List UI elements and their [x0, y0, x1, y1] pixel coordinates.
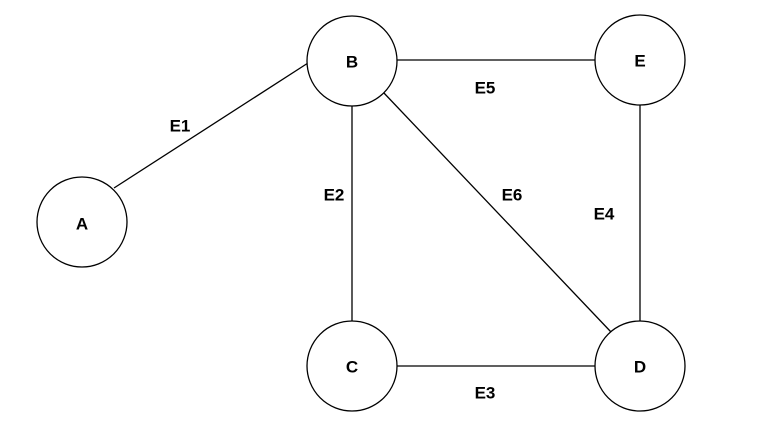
node-A-circle: [36, 176, 128, 268]
node-B-circle: [306, 15, 398, 107]
node-B: B: [306, 15, 398, 107]
edge-label-E1: E1: [170, 117, 191, 136]
edge-E6: [382, 91, 612, 333]
edge-label-E6: E6: [502, 186, 523, 205]
edge-label-E5: E5: [475, 79, 496, 98]
node-D: D: [594, 320, 686, 412]
node-C: C: [306, 320, 398, 412]
node-E-circle: [594, 14, 686, 106]
node-A: A: [36, 176, 128, 268]
edges-group: [113, 59, 641, 367]
node-C-label: C: [346, 358, 358, 377]
node-E-label: E: [634, 52, 645, 71]
node-D-label: D: [634, 358, 646, 377]
edge-label-E2: E2: [324, 186, 345, 205]
node-C-circle: [306, 320, 398, 412]
node-E: E: [594, 14, 686, 106]
node-B-label: B: [346, 53, 358, 72]
edge-label-E3: E3: [475, 384, 496, 403]
edge-E1: [113, 62, 309, 189]
edge-labels-group: E1 E2 E3 E4 E5 E6: [170, 79, 615, 403]
node-A-label: A: [76, 215, 88, 234]
node-D-circle: [594, 320, 686, 412]
edge-label-E4: E4: [594, 205, 615, 224]
